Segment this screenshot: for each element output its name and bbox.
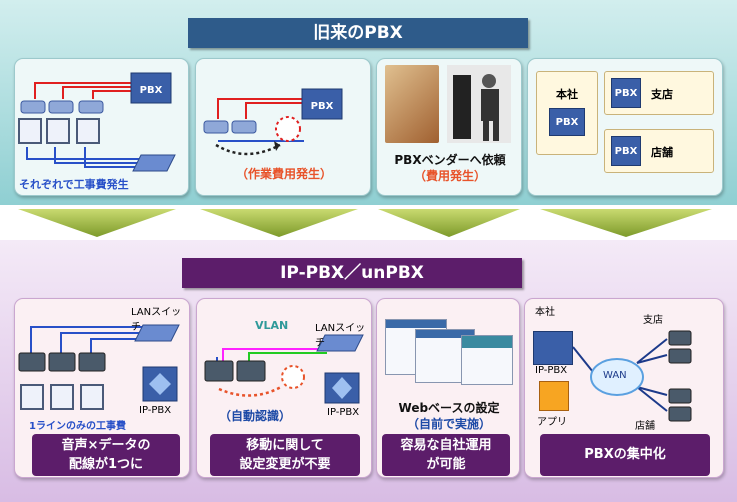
app-server-icon (539, 381, 569, 411)
ip-pbx-label: IP-PBX (535, 365, 568, 376)
hq-label: 本社 (556, 88, 578, 101)
transition-arrows (18, 209, 712, 237)
wan-links (572, 338, 668, 412)
legacy-panel-wiring: PBX それぞれで工事費発生 (14, 58, 189, 196)
pbx-icon: PBX (301, 88, 343, 120)
down-arrow-1 (18, 209, 176, 237)
legacy-wiring-caption: それぞれで工事費発生 (19, 178, 129, 191)
legacy-move-note: （作業費用発生） (235, 167, 332, 181)
tools-photo (385, 65, 439, 143)
store-box: PBX 店舗 (604, 129, 714, 173)
ip-phone-icons (204, 360, 266, 382)
blue-data-lines (26, 147, 155, 168)
benefit-no-reconfig-line1: 移動に関して (246, 438, 324, 453)
ip-pbx-icon (142, 366, 178, 402)
benefit-easy-operation-line1: 容易な自社運用 (400, 438, 492, 453)
hq-box: 本社 PBX (536, 71, 598, 155)
lan-switch-label: LANスイッチ (315, 323, 366, 349)
branch-label: 支店 (643, 315, 663, 326)
down-arrow-3 (378, 209, 520, 237)
switch-icon (132, 154, 176, 172)
empty-seat-circle (275, 116, 301, 142)
technician-photo (447, 65, 511, 143)
benefit-no-reconfig: 移動に関して 設定変更が不要 (210, 434, 360, 476)
benefit-easy-operation: 容易な自社運用 が可能 (382, 434, 510, 476)
ip-pbx-label: IP-PBX (327, 407, 360, 418)
move-arrow (215, 143, 281, 156)
pbx-icon: PBX (130, 72, 172, 104)
legacy-panel-vendor: PBXベンダーへ依頼 （費用発生） (376, 58, 522, 196)
pbx-label: PBX (140, 85, 163, 96)
svg-text:PBX: PBX (311, 101, 334, 112)
lan-switch-icon (316, 334, 364, 352)
branch-pbx-icon: PBX (611, 78, 641, 108)
computer-icons (18, 118, 100, 144)
single-line (30, 326, 157, 353)
benefit-easy-operation-line2: が可能 (426, 457, 466, 472)
computer-icons (20, 384, 104, 410)
phone-icons (20, 100, 104, 114)
wan-label: WAN (603, 370, 627, 381)
lan-switch-label: LANスイッチ (131, 307, 182, 333)
new-seat-circle (281, 365, 305, 389)
hq-label: 本社 (535, 307, 555, 318)
benefit-single-wiring-line2: 配線が1つに (68, 457, 144, 472)
store-label: 店舗 (635, 421, 655, 432)
legacy-panel-move: PBX （作業費用発生） (195, 58, 371, 196)
web-screenshot-3 (461, 335, 513, 385)
ip-phone-icons (18, 352, 106, 372)
self-service-note: （自前で実施） (406, 417, 491, 431)
phone-icons (203, 120, 257, 134)
app-label: アプリ (537, 417, 567, 428)
hq-pbx-icon: PBX (549, 108, 585, 136)
lan-switch-icon (134, 324, 180, 342)
ip-pbx-icon (533, 331, 573, 365)
one-line-caption: 1ラインのみの工事費 (29, 421, 126, 432)
ip-pbx-icon (324, 372, 360, 404)
red-phone-lines (217, 98, 304, 119)
vlan-label: VLAN (255, 319, 289, 332)
benefit-single-wiring: 音声×データの 配線が1つに (32, 434, 180, 476)
legacy-pbx-title: 旧来のPBX (188, 18, 528, 48)
benefit-centralized: PBXの集中化 (540, 434, 710, 476)
web-config-text: Webベースの設定 (398, 401, 500, 415)
down-arrow-4 (540, 209, 712, 237)
vlan-line-magenta (222, 348, 327, 361)
ip-pbx-title: IP-PBX／unPBX (182, 258, 522, 288)
vendor-request-text: PBXベンダーへ依頼 (394, 153, 506, 167)
move-arrow (218, 385, 282, 397)
benefit-no-reconfig-line2: 設定変更が不要 (239, 457, 331, 472)
ip-pbx-label: IP-PBX (139, 405, 172, 416)
branch-phone-icons (668, 330, 692, 422)
branch-label: 支店 (651, 88, 673, 101)
branch-box: PBX 支店 (604, 71, 714, 115)
legacy-panel-sites: 本社 PBX PBX 支店 PBX 店舗 (527, 58, 723, 196)
vendor-cost-note: （費用発生） (413, 169, 486, 183)
benefit-single-wiring-line1: 音声×データの (61, 438, 151, 453)
vlan-line-green (248, 352, 327, 361)
store-pbx-icon: PBX (611, 136, 641, 166)
store-label: 店舗 (651, 146, 673, 159)
auto-detect-note: （自動認識） (219, 409, 292, 423)
wan-cloud (590, 358, 644, 396)
down-arrow-2 (200, 209, 358, 237)
red-phone-lines (34, 82, 133, 99)
